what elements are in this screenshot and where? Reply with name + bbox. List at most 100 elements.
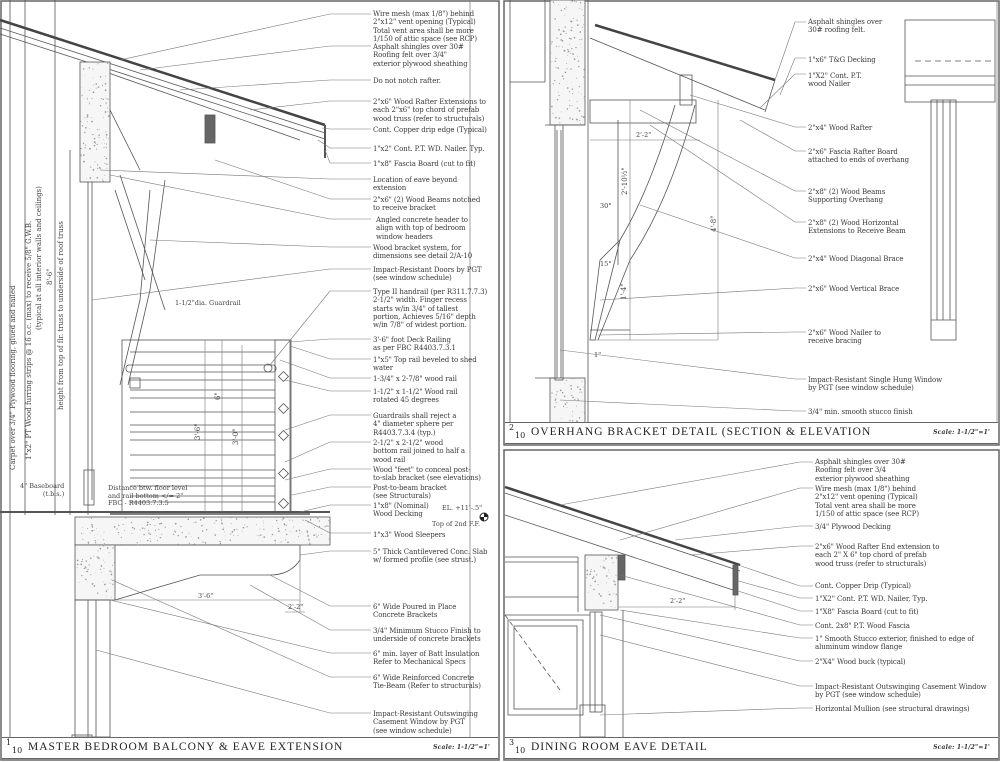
- speckle: [579, 31, 582, 33]
- note-nailer: 1"X2" Cont. P.T. wood Nailer: [808, 72, 862, 89]
- speckle: [318, 520, 321, 522]
- note-wire-mesh: Wire mesh (max 1/8") behind 2"x12" vent …: [815, 485, 920, 518]
- speckle: [81, 560, 83, 563]
- speckle: [97, 63, 99, 65]
- speckle: [313, 526, 316, 528]
- speckle: [104, 562, 105, 564]
- speckle: [555, 116, 557, 119]
- speckle: [604, 556, 606, 558]
- speckle: [291, 531, 293, 533]
- speckle: [551, 392, 553, 394]
- speckle: [105, 103, 107, 105]
- leader-line: [619, 609, 813, 639]
- speckle: [85, 560, 88, 562]
- speckle: [87, 541, 89, 543]
- speckle: [246, 526, 248, 528]
- speckle: [577, 121, 579, 123]
- speckle: [87, 571, 89, 573]
- speckle: [102, 98, 104, 100]
- bracket-elevation: [904, 19, 996, 341]
- note-wire-mesh: Wire mesh (max 1/8") behind 2"x12" vent …: [373, 10, 478, 43]
- speckle: [89, 128, 91, 129]
- speckle: [557, 91, 559, 93]
- speckle: [220, 518, 222, 520]
- speckle: [99, 76, 102, 78]
- speckle: [215, 519, 217, 522]
- speckle: [555, 398, 557, 400]
- speckle: [174, 523, 176, 525]
- speckle: [110, 573, 113, 576]
- speckle: [276, 522, 278, 524]
- overhang-bracket-section: [509, 0, 996, 424]
- speckle: [221, 519, 223, 521]
- speckle: [569, 52, 571, 54]
- speckle: [144, 528, 146, 530]
- speckle: [84, 144, 87, 146]
- detail-number-value: 2: [509, 423, 515, 432]
- note-nailer: 1"X2" Cont. P.T. WD. Nailer, Typ.: [815, 595, 928, 603]
- speckle: [572, 396, 574, 399]
- speckle: [567, 51, 569, 53]
- balcony-eave-section: [0, 0, 371, 756]
- speckle: [555, 401, 557, 403]
- speckle: [603, 560, 605, 562]
- speckle: [85, 127, 87, 129]
- speckle: [113, 562, 116, 564]
- speckle: [230, 523, 232, 525]
- speckle: [328, 521, 330, 523]
- speckle: [231, 531, 234, 533]
- speckle: [97, 86, 100, 88]
- speckle: [306, 530, 308, 532]
- leader-line: [269, 574, 371, 607]
- speckle: [572, 93, 574, 95]
- speckle: [595, 579, 596, 581]
- speckle: [91, 583, 94, 585]
- speckle: [582, 116, 585, 118]
- speckle: [610, 593, 611, 595]
- speckle: [89, 177, 92, 179]
- speckle: [566, 108, 569, 110]
- dim-overhang: 2'-2": [670, 597, 686, 605]
- speckle: [566, 407, 568, 408]
- speckle: [597, 584, 599, 586]
- speckle: [567, 48, 569, 51]
- speckle: [105, 102, 107, 104]
- rail-diamonds: [277, 370, 290, 510]
- speckle: [76, 548, 78, 549]
- speckle: [105, 590, 108, 592]
- speckle: [608, 593, 611, 596]
- speckle: [190, 536, 192, 537]
- speckle: [99, 546, 100, 548]
- speckle: [91, 98, 93, 100]
- leader-line: [249, 100, 371, 111]
- speckle: [112, 564, 114, 566]
- speckle: [104, 111, 107, 113]
- detail-title: OVERHANG BRACKET DETAIL (SECTION & ELEVA…: [531, 426, 872, 438]
- speckle: [143, 533, 145, 536]
- speckle: [581, 38, 583, 40]
- speckle: [105, 131, 107, 133]
- speckle: [85, 578, 87, 581]
- speckle: [262, 540, 263, 542]
- speckle: [105, 133, 108, 136]
- speckle: [103, 531, 105, 533]
- speckle: [91, 120, 93, 123]
- note-post-bracket: Post-to-beam bracket (see Structurals): [373, 484, 447, 501]
- speckle: [610, 605, 612, 607]
- rail-diamond: [277, 402, 290, 415]
- speckle: [120, 536, 122, 538]
- speckle: [106, 147, 108, 149]
- dimension-lines: [590, 100, 719, 341]
- speckle: [554, 406, 556, 408]
- speckle: [102, 180, 104, 183]
- speckle: [82, 142, 85, 145]
- speckle: [571, 394, 573, 397]
- speckle: [608, 591, 609, 593]
- speckle: [594, 581, 596, 583]
- speckle: [289, 530, 291, 532]
- speckle: [608, 569, 609, 571]
- leader-line: [99, 169, 371, 180]
- speckle: [92, 169, 95, 171]
